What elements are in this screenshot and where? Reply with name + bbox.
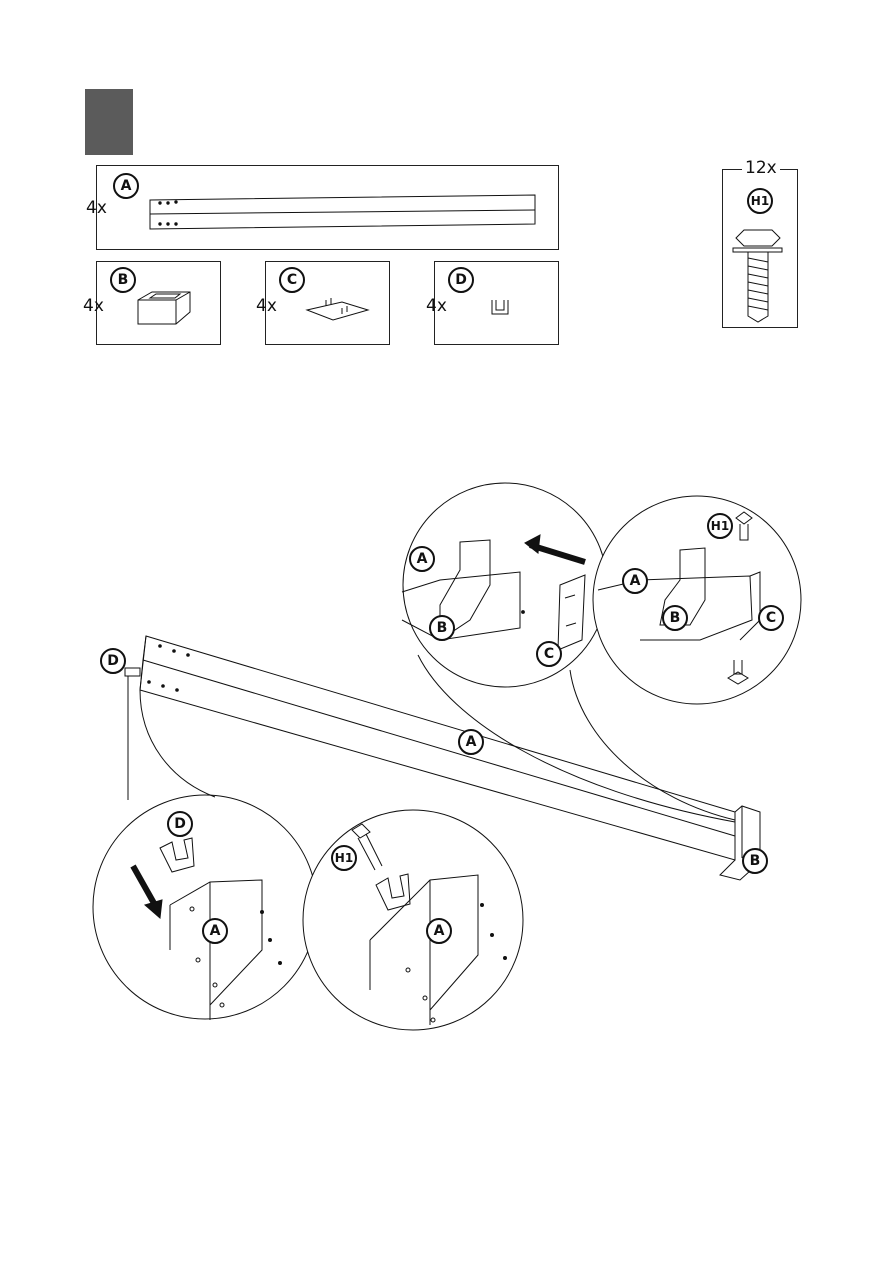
label-zoom3-a: A [202,918,228,944]
label-zoom2-b: B [662,605,688,631]
label-zoom1-a: A [409,546,435,572]
label-zoom4-a: A [426,918,452,944]
part-a-beam-icon [150,195,535,229]
label-zoom2-h1: H1 [707,513,733,539]
part-c-plate-icon [307,298,368,320]
label-main-a: A [458,729,484,755]
part-h1-bolt-icon [733,230,782,322]
part-b-cap-icon [138,292,190,324]
label-zoom2-c: C [758,605,784,631]
label-zoom1-c: C [536,641,562,667]
part-d-bracket-icon [492,300,508,314]
zoom-circle-bottom-right [303,810,523,1030]
label-zoom3-d: D [167,811,193,837]
label-zoom2-a: A [622,568,648,594]
label-zoom1-b: B [429,615,455,641]
label-zoom4-h1: H1 [331,845,357,871]
zoom-circle-top-right [593,496,801,704]
zoom-circle-top-left [403,483,607,687]
zoom-circle-bottom-left [93,795,317,1019]
label-main-b: B [742,848,768,874]
label-main-d: D [100,648,126,674]
